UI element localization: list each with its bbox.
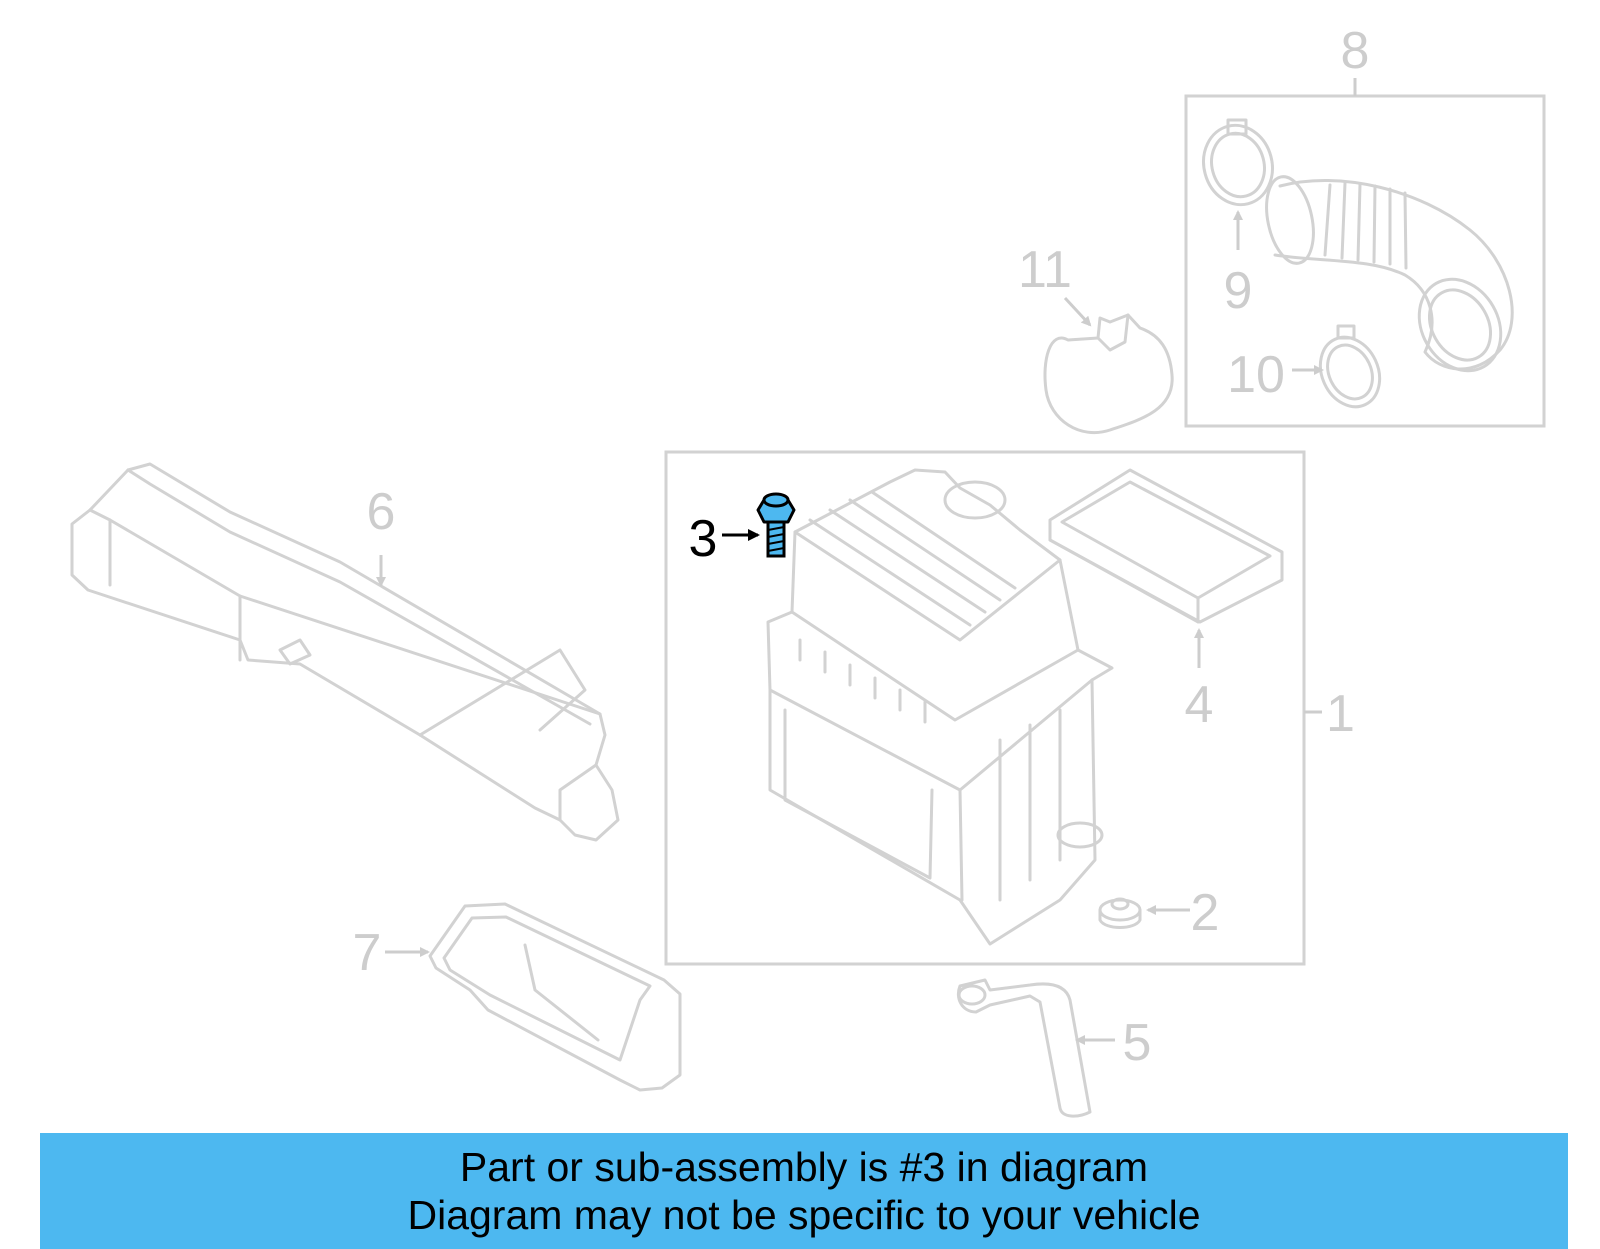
callout-6: 6 bbox=[367, 483, 396, 541]
bracket-11 bbox=[1043, 313, 1174, 435]
bolt-part-3 bbox=[756, 492, 796, 558]
air-cleaner-assembly bbox=[766, 468, 1114, 946]
drain-hose-5 bbox=[956, 978, 1092, 1118]
hose-clamp-10 bbox=[1318, 324, 1382, 409]
callout-5: 5 bbox=[1123, 1014, 1152, 1072]
group-frame-1 bbox=[664, 450, 1306, 966]
callout-1: 1 bbox=[1326, 685, 1355, 743]
callout-10: 10 bbox=[1227, 346, 1285, 404]
air-inlet-7 bbox=[428, 902, 682, 1092]
grommet-2 bbox=[1098, 897, 1142, 929]
info-banner: Part or sub-assembly is #3 in diagram Di… bbox=[40, 1133, 1568, 1249]
filter-element-4 bbox=[1048, 468, 1284, 624]
hose-clamp-9 bbox=[1202, 118, 1274, 207]
group-frame-8 bbox=[1184, 94, 1546, 428]
callout-11: 11 bbox=[1018, 241, 1072, 299]
banner-line-1: Part or sub-assembly is #3 in diagram bbox=[459, 1144, 1149, 1190]
callout-2: 2 bbox=[1191, 884, 1220, 942]
callout-9: 9 bbox=[1224, 262, 1253, 320]
callout-8: 8 bbox=[1341, 22, 1370, 80]
intake-duct-6 bbox=[70, 462, 620, 842]
banner-line-2: Diagram may not be specific to your vehi… bbox=[407, 1192, 1201, 1238]
callout-4: 4 bbox=[1185, 676, 1214, 734]
callout-3: 3 bbox=[689, 510, 718, 568]
callout-7: 7 bbox=[353, 924, 382, 982]
intake-hose bbox=[1265, 175, 1514, 373]
